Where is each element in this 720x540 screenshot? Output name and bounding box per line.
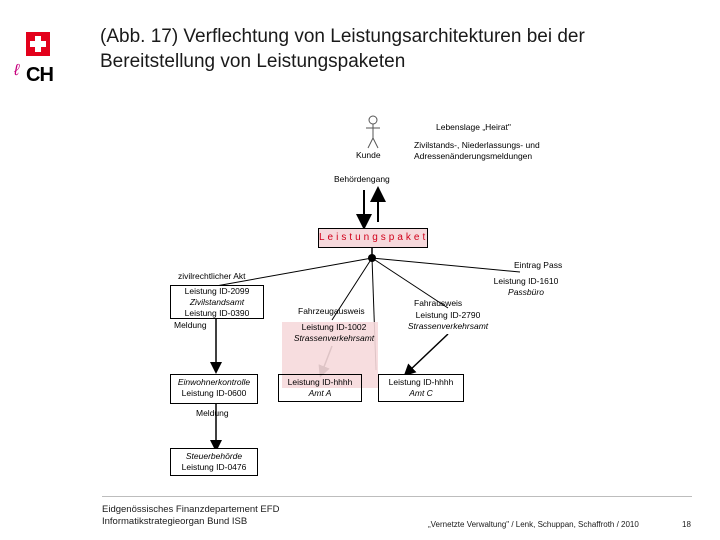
- meldung-label-2: Meldung: [196, 408, 229, 418]
- footer-department: Eidgenössisches Finanzdepartement EFD In…: [102, 504, 279, 528]
- amt-c-line1: Leistung ID-hhhh: [388, 377, 454, 387]
- footer-citation: „Vernetzte Verwaltung" / Lenk, Schuppan,…: [428, 520, 639, 529]
- page-title: (Abb. 17) Verflechtung von Leistungsarch…: [100, 26, 585, 72]
- ewk-line2: Leistung ID-0600: [181, 388, 247, 398]
- meldungen-label: Zivilstands-, Niederlassungs- und Adress…: [414, 140, 540, 161]
- amt-a-line2: Amt A: [308, 388, 332, 398]
- zivilstand-line2: Zivilstandsamt: [189, 297, 245, 307]
- page-number: 18: [682, 520, 691, 529]
- logo-text: CH: [26, 64, 54, 86]
- zivilrechtlicher-akt-label: zivilrechtlicher Akt: [178, 271, 246, 281]
- passbuero-line1: Leistung ID-1610: [493, 276, 559, 286]
- swirl-icon: ℓ: [14, 62, 20, 79]
- sva-1002-line1: Leistung ID-1002: [301, 322, 367, 332]
- amt-a-box: Leistung ID-hhhh Amt A: [278, 374, 362, 402]
- steuer-line2: Leistung ID-0476: [181, 462, 247, 472]
- behoerdengang-label: Behördengang: [334, 174, 390, 184]
- person-icon: [366, 115, 380, 149]
- footer-dept-line2: Informatikstrategieorgan Bund ISB: [102, 516, 248, 527]
- footer-dept-line1: Eidgenössisches Finanzdepartement EFD: [102, 504, 280, 515]
- amt-c-box: Leistung ID-hhhh Amt C: [378, 374, 464, 402]
- sva-2790-line1: Leistung ID-2790: [415, 310, 481, 320]
- meldung-label-1: Meldung: [174, 320, 207, 330]
- kunde-label: Kunde: [356, 150, 381, 160]
- eintrag-pass-label: Eintrag Pass: [514, 260, 563, 270]
- zivilstandsamt-box: Leistung ID-2099 Zivilstandsamt Leistung…: [170, 285, 264, 319]
- amt-c-line2: Amt C: [409, 388, 433, 398]
- swiss-flag-icon: [26, 32, 50, 56]
- ewk-line1: Einwohnerkontrolle: [177, 377, 251, 387]
- einwohnerkontrolle-box: Einwohnerkontrolle Leistung ID-0600: [170, 374, 258, 404]
- sva-1002-line2: Strassenverkehrsamt: [293, 333, 375, 343]
- leistungspaket-box: Leistungspaket: [318, 228, 428, 248]
- passbuero-line2: Passbüro: [508, 287, 544, 297]
- zivilstand-line1: Leistung ID-2099: [184, 286, 250, 296]
- steuer-line1: Steuerbehörde: [185, 451, 243, 461]
- passbuero-box: Leistung ID-1610 Passbüro: [486, 276, 566, 298]
- fahrausweis-label: Fahrausweis: [414, 298, 463, 308]
- fahrzeugausweis-label: Fahrzeugausweis: [298, 306, 365, 316]
- steuerbehoerde-box: Steuerbehörde Leistung ID-0476: [170, 448, 258, 476]
- footer-divider: [102, 496, 692, 497]
- sva-2790-line2: Strassenverkehrsamt: [407, 321, 489, 331]
- zivilstand-line3: Leistung ID-0390: [184, 308, 250, 318]
- lebenslage-label: Lebenslage „Heirat": [436, 122, 511, 132]
- highlight-area: [282, 322, 378, 388]
- strassenverkehrsamt-2790-box: Leistung ID-2790 Strassenverkehrsamt: [400, 310, 496, 334]
- amt-a-line1: Leistung ID-hhhh: [287, 377, 353, 387]
- strassenverkehrsamt-1002-box: Leistung ID-1002 Strassenverkehrsamt: [290, 322, 378, 346]
